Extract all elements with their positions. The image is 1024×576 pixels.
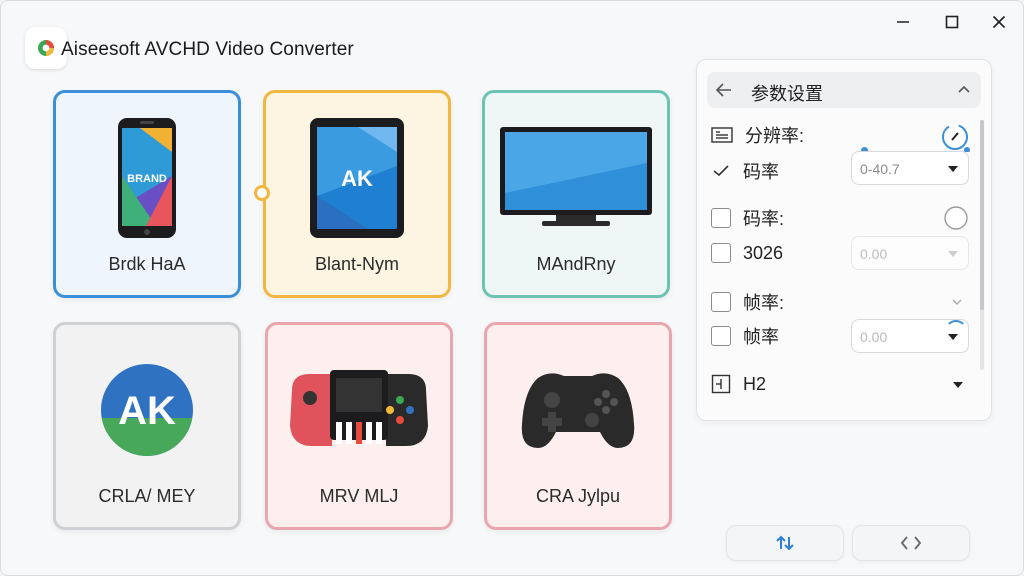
settings-panel: 参数设置 分辨率: 码率	[696, 59, 992, 421]
device-card-tablet[interactable]: AK Blant-Nym	[254, 90, 451, 298]
tv-icon	[500, 127, 652, 226]
device-card-gamepad[interactable]: CRA Jylpu	[484, 322, 672, 530]
chevron-down-icon[interactable]	[951, 298, 963, 306]
app-logo	[25, 27, 67, 69]
resolution-toggle-icon[interactable]	[941, 122, 971, 152]
scrollbar-thumb[interactable]	[980, 120, 984, 310]
back-arrow-icon[interactable]	[715, 82, 733, 98]
checkbox[interactable]	[711, 326, 731, 346]
panel-header: 参数设置	[707, 72, 981, 108]
title-bar: Aiseesoft AVCHD Video Converter	[1, 1, 1023, 91]
setting-row-codec[interactable]: H2	[711, 370, 766, 398]
device-card-app[interactable]: AK CRLA/ MEY	[53, 322, 241, 530]
maximize-icon	[945, 15, 959, 29]
app-logo-text: AK	[118, 389, 176, 433]
device-image: BRAND	[56, 113, 238, 243]
device-card-label: Blant-Nym	[314, 254, 399, 274]
phone-screen-text: BRAND	[127, 173, 167, 185]
setting-row-bitrate[interactable]: 码率	[711, 157, 779, 185]
setting-label: 帧率:	[743, 293, 785, 313]
device-card-label: MAndRny	[536, 254, 616, 274]
select-value: 0.00	[860, 246, 888, 262]
device-image	[268, 345, 450, 475]
minimize-button[interactable]	[886, 9, 920, 35]
resolution-icon	[711, 127, 733, 143]
code-button[interactable]	[852, 525, 970, 561]
device-card-label: CRLA/ MEY	[98, 486, 196, 506]
bitrate-select[interactable]: 0-40.7	[851, 151, 969, 185]
device-card-label: MRV MLJ	[319, 486, 399, 506]
device-image	[487, 345, 669, 475]
toggle-circle-icon[interactable]	[943, 205, 969, 231]
device-image: AK	[266, 113, 448, 243]
check-icon	[713, 165, 729, 177]
tablet-icon: AK	[310, 118, 404, 238]
handheld-console-icon	[290, 370, 428, 446]
checkbox[interactable]	[711, 208, 731, 228]
setting-row-value[interactable]: 3026	[711, 239, 783, 267]
dropdown-arrow-icon[interactable]	[953, 382, 963, 388]
setting-label: 码率	[743, 162, 779, 182]
chevron-up-icon[interactable]	[957, 84, 971, 94]
setting-label: H2	[743, 373, 767, 394]
setting-row-framerate[interactable]: 帧率:	[711, 288, 784, 316]
code-icon	[900, 536, 922, 550]
gamepad-icon	[521, 373, 635, 448]
setting-row-bitrate-2[interactable]: 码率:	[711, 204, 784, 232]
app-logo-icon: AK	[101, 364, 193, 456]
device-image: AK	[56, 345, 238, 475]
panel-scrollbar[interactable]	[980, 120, 984, 370]
close-icon	[992, 15, 1006, 29]
checkbox[interactable]	[711, 243, 731, 263]
select-value: 0.00	[860, 329, 888, 345]
panel-title: 参数设置	[751, 84, 823, 104]
swap-button[interactable]	[726, 525, 844, 561]
aiseesoft-logo-icon	[38, 40, 54, 56]
device-card-handheld[interactable]: MRV MLJ	[265, 322, 453, 530]
app-title: Aiseesoft AVCHD Video Converter	[61, 39, 354, 60]
minimize-icon	[897, 21, 909, 23]
setting-label: 分辨率:	[745, 126, 805, 146]
slider-dot	[861, 147, 868, 154]
loading-arc	[945, 320, 967, 342]
device-card-phone[interactable]: BRAND Brdk HaA	[53, 90, 241, 298]
maximize-button[interactable]	[935, 9, 969, 35]
setting-label: 帧率	[743, 327, 779, 347]
setting-label: 码率:	[743, 209, 785, 229]
setting-label: 3026	[743, 242, 784, 263]
selected-indicator	[254, 185, 270, 201]
value-select[interactable]: 0.00	[851, 236, 969, 270]
setting-row-framerate-2[interactable]: 帧率	[711, 322, 779, 350]
close-button[interactable]	[982, 9, 1016, 35]
device-image	[485, 113, 667, 243]
dropdown-arrow-icon	[948, 251, 958, 257]
dropdown-arrow-icon	[948, 166, 958, 172]
device-card-label: CRA Jylpu	[535, 486, 621, 506]
tablet-screen-text: AK	[341, 166, 373, 191]
device-card-tv[interactable]: MAndRny	[482, 90, 670, 298]
swap-icon	[776, 535, 794, 551]
codec-icon	[711, 374, 731, 394]
setting-row-resolution: 分辨率:	[711, 121, 804, 149]
select-value: 0-40.7	[860, 161, 900, 177]
phone-icon: BRAND	[118, 118, 176, 238]
checkbox[interactable]	[711, 292, 731, 312]
device-card-label: Brdk HaA	[108, 254, 186, 274]
